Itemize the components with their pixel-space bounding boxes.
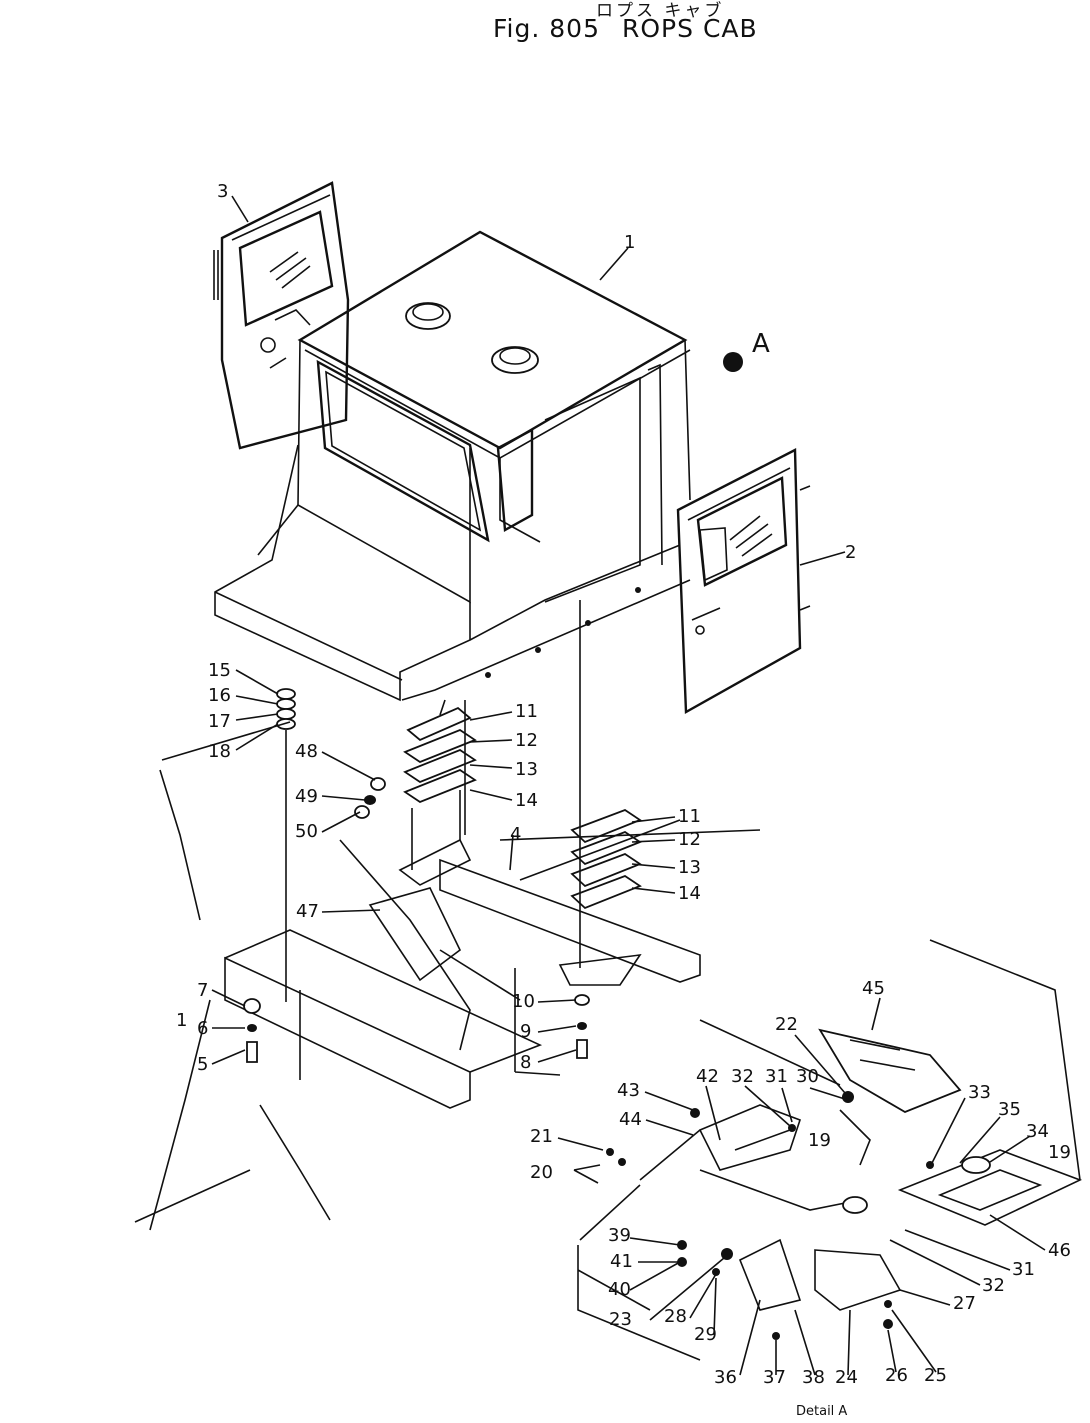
callout-22: 22 [775, 1014, 798, 1035]
callout-30: 30 [796, 1066, 819, 1087]
callout-29: 29 [694, 1324, 717, 1345]
bolt-group-8-10 [574, 994, 590, 1059]
callout-1-frame: 1 [176, 1010, 187, 1031]
callout-37: 37 [763, 1367, 786, 1388]
callout-17: 17 [208, 711, 231, 732]
callout-15: 15 [208, 660, 231, 681]
leader-lines [211, 669, 1046, 1376]
callout-25: 25 [924, 1365, 947, 1386]
callout-41: 41 [610, 1251, 633, 1272]
callout-26: 26 [885, 1365, 908, 1386]
callout-13-right: 13 [678, 857, 701, 878]
callout-43: 43 [617, 1080, 640, 1101]
detail-a-assembly [579, 939, 1083, 1340]
figure-name: ROPS CAB [622, 14, 758, 43]
callout-34: 34 [1026, 1121, 1049, 1142]
callout-9: 9 [520, 1021, 531, 1042]
callout-4: 4 [510, 824, 521, 845]
callout-12-right: 12 [678, 829, 701, 850]
bolt-group-48-50 [354, 777, 386, 819]
callout-42: 42 [696, 1066, 719, 1087]
callout-19-right: 19 [1048, 1142, 1071, 1163]
cab-body [214, 230, 691, 702]
callout-40: 40 [608, 1279, 631, 1300]
callout-32-right: 32 [982, 1275, 1005, 1296]
callout-14-right: 14 [678, 883, 701, 904]
callout-33: 33 [968, 1082, 991, 1103]
callout-28: 28 [664, 1306, 687, 1327]
callout-31: 31 [765, 1066, 788, 1087]
callout-44: 44 [619, 1109, 642, 1130]
callout-21: 21 [530, 1126, 553, 1147]
callout-10: 10 [512, 991, 535, 1012]
callout-39: 39 [608, 1225, 631, 1246]
view-marker-dot [723, 352, 743, 372]
callout-31-right: 31 [1012, 1259, 1035, 1280]
callout-48: 48 [295, 741, 318, 762]
callout-47: 47 [296, 901, 319, 922]
callout-24: 24 [835, 1367, 858, 1388]
callout-2: 2 [845, 542, 856, 563]
callout-16: 16 [208, 685, 231, 706]
callout-19: 19 [808, 1130, 831, 1151]
callout-7: 7 [197, 980, 208, 1001]
callout-12-left: 12 [515, 730, 538, 751]
left-door [213, 181, 350, 450]
callout-49: 49 [295, 786, 318, 807]
header-japanese-title: ロプス キャブ [596, 1, 725, 21]
callout-5: 5 [197, 1054, 208, 1075]
callout-45: 45 [862, 978, 885, 999]
callout-50: 50 [295, 821, 318, 842]
callout-11-left: 11 [515, 701, 538, 722]
callout-14-left: 14 [515, 790, 538, 811]
frame-assembly [134, 721, 761, 1231]
right-door [676, 448, 811, 715]
view-marker-label: A [752, 329, 770, 359]
callout-3: 3 [217, 181, 228, 202]
callout-20: 20 [530, 1162, 553, 1183]
callout-32: 32 [731, 1066, 754, 1087]
figure-number: Fig. 805 [493, 14, 600, 43]
callout-46: 46 [1048, 1240, 1071, 1261]
callout-38: 38 [802, 1367, 825, 1388]
callout-1: 1 [624, 232, 635, 253]
washer-stack [276, 688, 296, 1002]
callout-13-left: 13 [515, 759, 538, 780]
callout-27: 27 [953, 1293, 976, 1314]
callout-18: 18 [208, 741, 231, 762]
figure-title: Fig. 805 ROPS CAB [493, 14, 758, 43]
detail-a-caption: Detail A [796, 1404, 848, 1419]
mount-stack-left [398, 699, 477, 886]
callout-36: 36 [714, 1367, 737, 1388]
callout-35: 35 [998, 1099, 1021, 1120]
callout-6: 6 [197, 1018, 208, 1039]
bolt-group-5-7 [243, 998, 261, 1063]
callout-11-right: 11 [678, 806, 701, 827]
callout-8: 8 [520, 1052, 531, 1073]
